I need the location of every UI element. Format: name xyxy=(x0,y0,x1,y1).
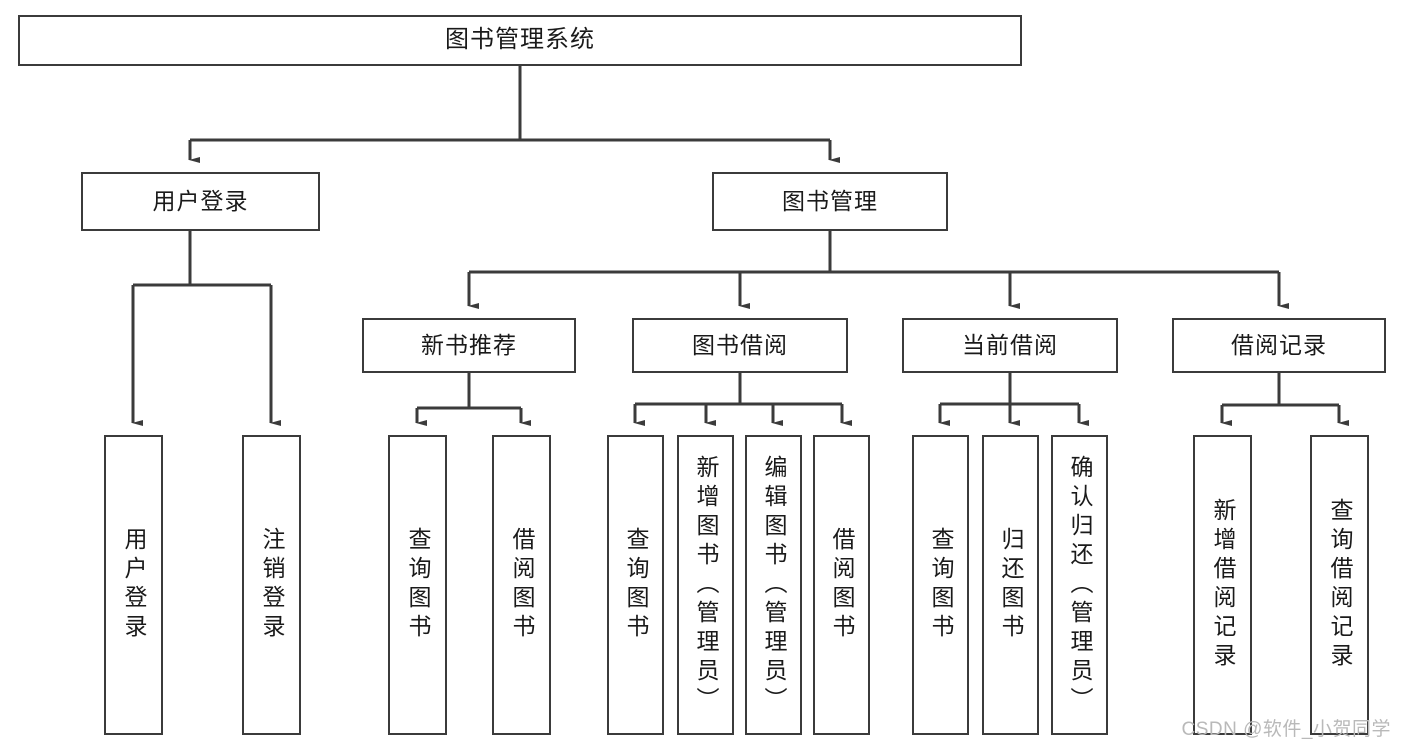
leaf-borrow-query-book[interactable]: 查询图书 xyxy=(607,435,664,735)
node-user-login[interactable]: 用户登录 xyxy=(81,172,320,231)
node-root-system[interactable]: 图书管理系统 xyxy=(18,15,1022,66)
leaf-new-book-borrow[interactable]: 借阅图书 xyxy=(492,435,551,735)
leaf-current-query-book[interactable]: 查询图书 xyxy=(912,435,969,735)
node-book-management[interactable]: 图书管理 xyxy=(712,172,948,231)
leaf-record-query[interactable]: 查询借阅记录 xyxy=(1310,435,1369,735)
node-book-borrow[interactable]: 图书借阅 xyxy=(632,318,848,373)
node-current-borrow[interactable]: 当前借阅 xyxy=(902,318,1118,373)
leaf-borrow-borrow-book[interactable]: 借阅图书 xyxy=(813,435,870,735)
leaf-record-add[interactable]: 新增借阅记录 xyxy=(1193,435,1252,735)
leaf-new-book-query[interactable]: 查询图书 xyxy=(388,435,447,735)
leaf-user-logout[interactable]: 注销登录 xyxy=(242,435,301,735)
leaf-borrow-edit-book[interactable]: 编辑图书（管理员） xyxy=(745,435,802,735)
node-borrow-record[interactable]: 借阅记录 xyxy=(1172,318,1386,373)
leaf-current-confirm-return[interactable]: 确认归还（管理员） xyxy=(1051,435,1108,735)
leaf-current-return-book[interactable]: 归还图书 xyxy=(982,435,1039,735)
csdn-watermark: CSDN @软件_小贺同学 xyxy=(1181,719,1391,740)
leaf-user-login[interactable]: 用户登录 xyxy=(104,435,163,735)
node-new-book-recommend[interactable]: 新书推荐 xyxy=(362,318,576,373)
leaf-borrow-add-book[interactable]: 新增图书（管理员） xyxy=(677,435,734,735)
